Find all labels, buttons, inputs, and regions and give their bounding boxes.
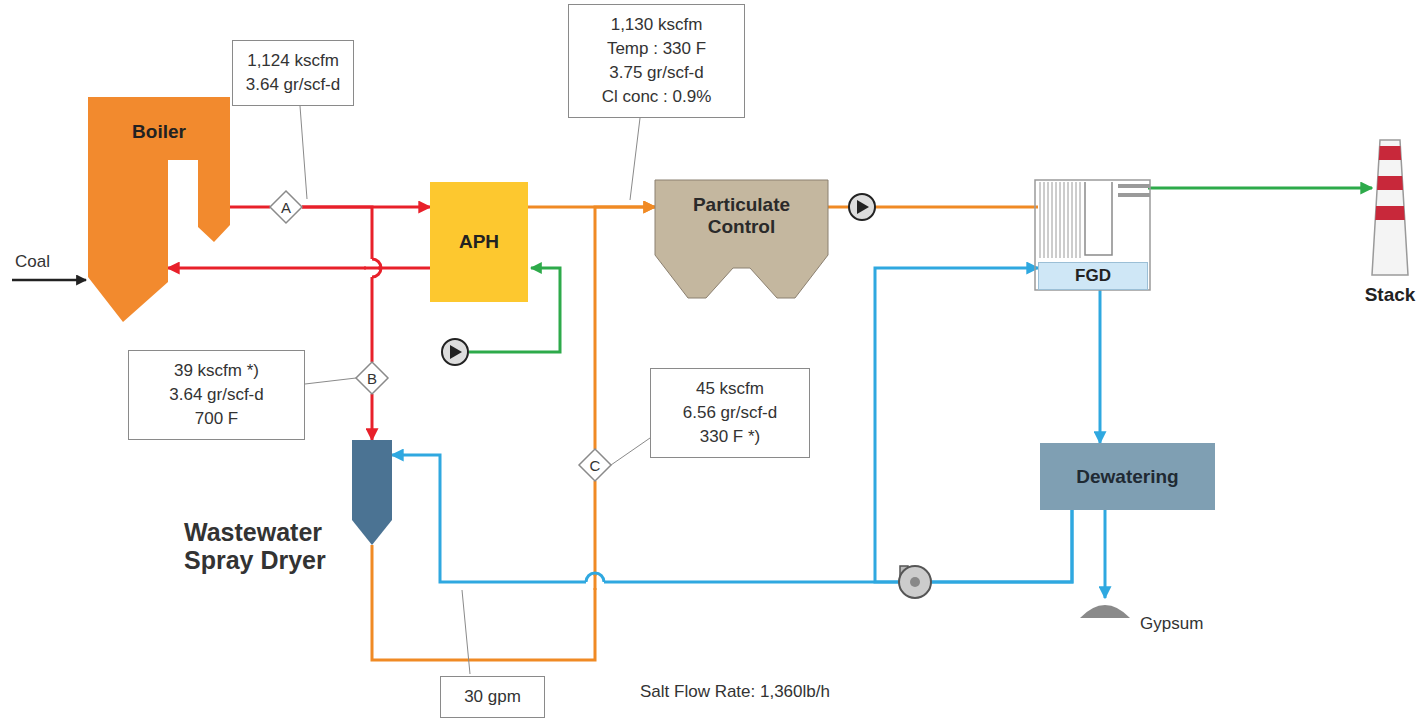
leader-line <box>630 118 640 200</box>
stack: Stack <box>1370 140 1410 275</box>
line-hop <box>364 259 381 277</box>
flow-line <box>371 394 374 440</box>
stream-data: Cl conc : 0.9% <box>579 85 734 109</box>
text-holder: 30 gpm <box>451 685 534 709</box>
flow-line <box>1099 290 1102 443</box>
node-label: Particulate Control <box>665 194 818 238</box>
node-label: FGD <box>1075 266 1111 286</box>
stream-data: 330 F *) <box>661 425 799 449</box>
flow-line <box>392 455 1072 582</box>
node-label: B <box>367 370 377 387</box>
node-label: Stack <box>1356 284 1423 306</box>
stream-data: 39 kscfm *) <box>139 359 294 383</box>
coal-feed-arrow <box>12 279 86 282</box>
stream-callout: 1,124 kscfm3.64 gr/scf-d <box>232 40 354 106</box>
note-label: Salt Flow Rate: 1,360lb/h <box>640 682 830 702</box>
particulate-control: Particulate Control <box>655 180 828 300</box>
air-preheater: APH <box>430 182 528 302</box>
gypsum-pile-outline <box>1080 598 1130 618</box>
leader-line <box>300 106 307 199</box>
node-label: APH <box>459 231 499 253</box>
stream-data: 3.75 gr/scf-d <box>579 61 734 85</box>
fuel-label: Coal <box>15 252 50 272</box>
stream-callout: 39 kscfm *)3.64 gr/scf-d700 F <box>128 350 305 440</box>
leader-line <box>462 590 470 674</box>
flow-line <box>875 268 1072 582</box>
dewatering: Dewatering <box>1040 443 1215 510</box>
spray-dryer: Wastewater Spray Dryer <box>352 440 392 545</box>
stream-data: 3.64 gr/scf-d <box>243 73 343 97</box>
shape-part <box>1377 176 1403 190</box>
text-holder: Stack <box>1356 284 1423 306</box>
air-pump <box>442 339 468 365</box>
text-holder: FGD <box>1075 266 1111 286</box>
shape-part <box>1080 605 1130 618</box>
flow-line <box>1148 187 1372 190</box>
gypsum-pile: Gypsum <box>1080 598 1130 618</box>
stream-point-diamond: B <box>356 362 388 394</box>
slurry-pump <box>899 566 931 598</box>
text-holder: 1,124 kscfm3.64 gr/scf-d <box>243 49 343 97</box>
shape-part <box>655 180 828 298</box>
flow-callout: 30 gpm <box>440 676 545 718</box>
node-label: Boiler <box>88 121 230 143</box>
shape-part <box>352 440 392 545</box>
text-holder: Dewatering <box>1076 466 1178 488</box>
stream-callout: 1,130 kscfmTemp : 330 F3.75 gr/scf-dCl c… <box>568 4 745 118</box>
stream-data: 45 kscfm <box>661 377 799 401</box>
stream-data: 700 F <box>139 407 294 431</box>
leader-connector <box>611 438 650 465</box>
node-label: A <box>281 199 291 216</box>
boiler: Boiler <box>88 97 230 322</box>
text-holder: Boiler <box>88 121 230 143</box>
text-holder: C <box>590 457 601 474</box>
flow-line <box>528 206 655 209</box>
shape-part <box>1375 206 1404 220</box>
node-label: C <box>590 457 601 474</box>
stream-point-diamond: C <box>579 449 611 481</box>
flow-line <box>230 206 270 209</box>
stream-data: 1,124 kscfm <box>243 49 343 73</box>
flow-line <box>168 267 430 270</box>
line-hop <box>586 573 604 590</box>
stream-data: 30 gpm <box>451 685 534 709</box>
stream-data: Temp : 330 F <box>579 37 734 61</box>
text-holder: A <box>281 199 291 216</box>
text-holder: Gypsum <box>1140 614 1220 634</box>
stream-data: 3.64 gr/scf-d <box>139 383 294 407</box>
text-holder: B <box>367 370 377 387</box>
node-label: Dewatering <box>1076 466 1178 488</box>
node-label: Wastewater Spray Dryer <box>184 518 342 574</box>
flow-line <box>302 207 372 362</box>
fgd-absorber: FGD <box>1038 262 1148 290</box>
flow-line <box>372 481 595 660</box>
stack-outline <box>1370 140 1410 275</box>
stream-point-diamond: A <box>270 191 302 223</box>
text-holder: Wastewater Spray Dryer <box>184 518 342 574</box>
text-holder: Particulate Control <box>665 194 818 238</box>
shape-part <box>1379 146 1401 160</box>
flow-line <box>595 207 655 449</box>
flow-line <box>1104 510 1107 598</box>
leader-connector <box>305 378 356 384</box>
stream-data: 1,130 kscfm <box>579 13 734 37</box>
shape-part <box>88 97 230 322</box>
text-holder: 1,130 kscfmTemp : 330 F3.75 gr/scf-dCl c… <box>579 13 734 109</box>
stream-callout: 45 kscfm6.56 gr/scf-d330 F *) <box>650 368 810 458</box>
shape-part <box>1372 140 1408 275</box>
text-holder: 39 kscfm *)3.64 gr/scf-d700 F <box>139 359 294 431</box>
stream-data: 6.56 gr/scf-d <box>661 401 799 425</box>
shape-part <box>579 449 611 481</box>
shape-part <box>270 191 302 223</box>
flue-gas-fan <box>849 194 875 220</box>
text-holder: APH <box>459 231 499 253</box>
node-label: Gypsum <box>1140 614 1220 634</box>
spray-dryer-outline <box>352 440 392 545</box>
absorber-tower <box>1035 180 1150 290</box>
text-holder: 45 kscfm6.56 gr/scf-d330 F *) <box>661 377 799 449</box>
shape-part <box>356 362 388 394</box>
